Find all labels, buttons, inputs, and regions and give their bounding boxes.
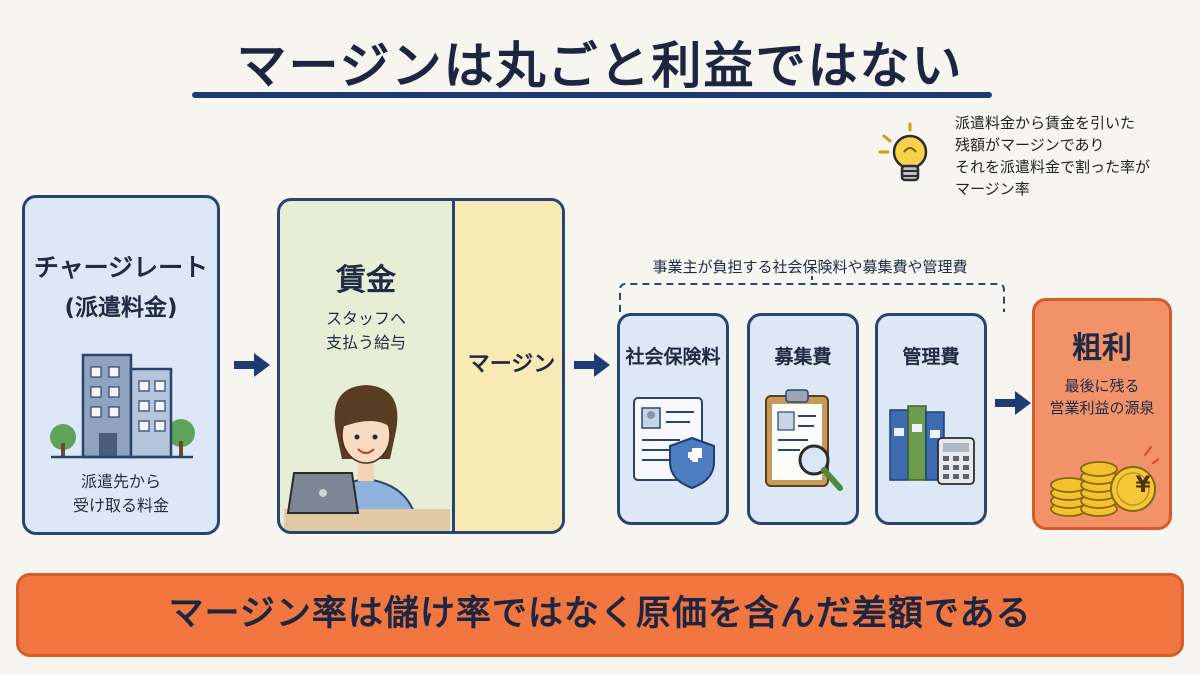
coins-icon (1050, 445, 1159, 517)
arrow-right-icon (234, 353, 270, 377)
cost-group-bracket (619, 276, 1005, 312)
wage-title: 賃金 (336, 263, 396, 298)
note-line: マージン率 (955, 180, 1030, 198)
arrow-right-icon (995, 391, 1031, 415)
margin-label: マージン (467, 352, 556, 377)
office-building-icon (50, 353, 195, 459)
cost-group-header: 事業主が負担する社会保険料や募集費や管理費 (652, 258, 968, 276)
desc-line: 支払う給与 (325, 333, 406, 352)
desc-line: 営業利益の源泉 (1049, 399, 1155, 417)
wage-section: 賃金 スタッフへ 支払う給与 (280, 201, 452, 531)
cost-label: 社会保険料 (625, 346, 721, 368)
desc-line: スタッフへ (325, 309, 406, 328)
title-underline (192, 92, 992, 98)
wage-margin-box: 賃金 スタッフへ 支払う給与 マージン (277, 198, 565, 534)
wage-description: スタッフへ 支払う給与 (280, 307, 452, 355)
lightbulb-icon (878, 122, 928, 182)
charge-rate-subtitle: (派遣料金) (64, 295, 178, 321)
desc-line: 派遣先から (80, 472, 161, 491)
note-line: 派遣料金から賃金を引いた (955, 114, 1136, 132)
yen-symbol: ¥ (1135, 473, 1151, 498)
desc-line: 最後に残る (1064, 377, 1140, 395)
margin-section: マージン (452, 201, 562, 531)
arrow-right-icon (574, 353, 610, 377)
explanation-note: 派遣料金から賃金を引いた 残額がマージンであり それを派遣料金で割った率が マー… (955, 112, 1185, 200)
cost-box-recruitment: 募集費 (747, 313, 859, 525)
cost-box-management: 管理費 (875, 313, 987, 525)
note-line: 残額がマージンであり (955, 136, 1105, 154)
profit-description: 最後に残る 営業利益の源泉 (1035, 375, 1169, 419)
binders-calculator-icon (889, 405, 975, 485)
staff-with-laptop-icon (284, 385, 450, 531)
clipboard-magnifier-icon (765, 389, 843, 491)
cost-box-social-insurance: 社会保険料 (617, 313, 729, 525)
insurance-document-icon (633, 397, 715, 490)
profit-title: 粗利 (1072, 331, 1132, 366)
gross-profit-box: 粗利 最後に残る 営業利益の源泉 ¥ (1032, 298, 1172, 530)
note-line: それを派遣料金で割った率が (955, 158, 1151, 176)
charge-rate-description: 派遣先から 受け取る料金 (25, 470, 217, 518)
desc-line: 受け取る料金 (72, 496, 169, 515)
conclusion-banner: マージン率は儲け率ではなく原価を含んだ差額である (16, 573, 1184, 657)
charge-rate-title: チャージレート (33, 253, 209, 282)
cost-label: 募集費 (774, 346, 832, 368)
charge-rate-box: チャージレート (派遣料金) 派遣先から 受け取る料金 (22, 195, 220, 535)
page-title: マージンは丸ごと利益ではない (236, 37, 964, 95)
cost-label: 管理費 (902, 346, 960, 368)
